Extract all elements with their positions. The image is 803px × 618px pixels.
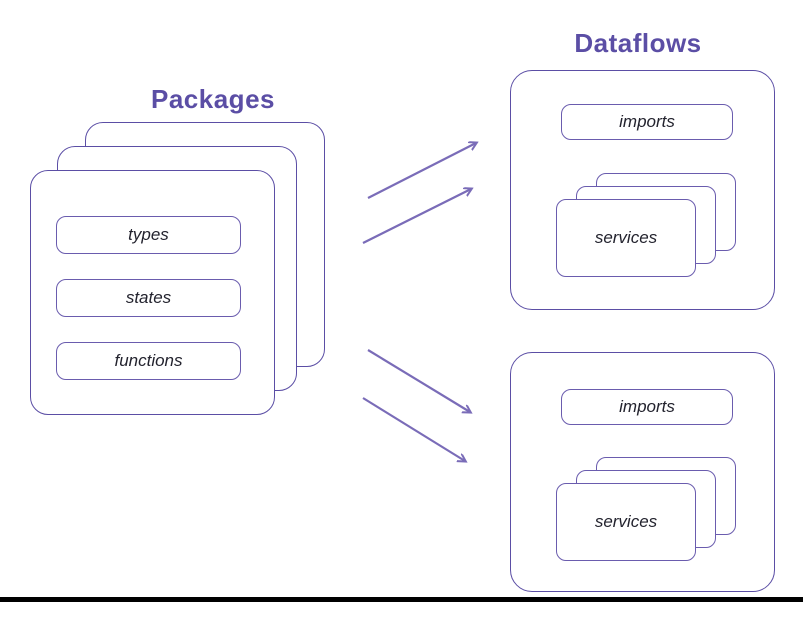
dataflows-title: Dataflows bbox=[574, 28, 702, 58]
package-stack-card-front: types states functions bbox=[30, 170, 275, 415]
dataflow-top-services-card-front: services bbox=[556, 199, 696, 277]
arrow-packages-to-top-1 bbox=[367, 143, 476, 199]
package-item-types: types bbox=[56, 216, 241, 254]
dataflow-group-top: imports services bbox=[510, 70, 775, 310]
package-item-functions: functions bbox=[56, 342, 241, 380]
bottom-divider bbox=[0, 597, 803, 602]
package-item-states: states bbox=[56, 279, 241, 317]
packages-title: Packages bbox=[151, 84, 275, 114]
arrow-packages-to-bottom-2 bbox=[362, 397, 465, 461]
dataflow-bottom-imports: imports bbox=[561, 389, 733, 425]
arrow-packages-to-top-2 bbox=[362, 189, 471, 244]
arrow-packages-to-bottom-1 bbox=[367, 349, 470, 412]
dataflow-top-imports: imports bbox=[561, 104, 733, 140]
dataflow-group-bottom: imports services bbox=[510, 352, 775, 592]
dataflow-bottom-services-card-front: services bbox=[556, 483, 696, 561]
